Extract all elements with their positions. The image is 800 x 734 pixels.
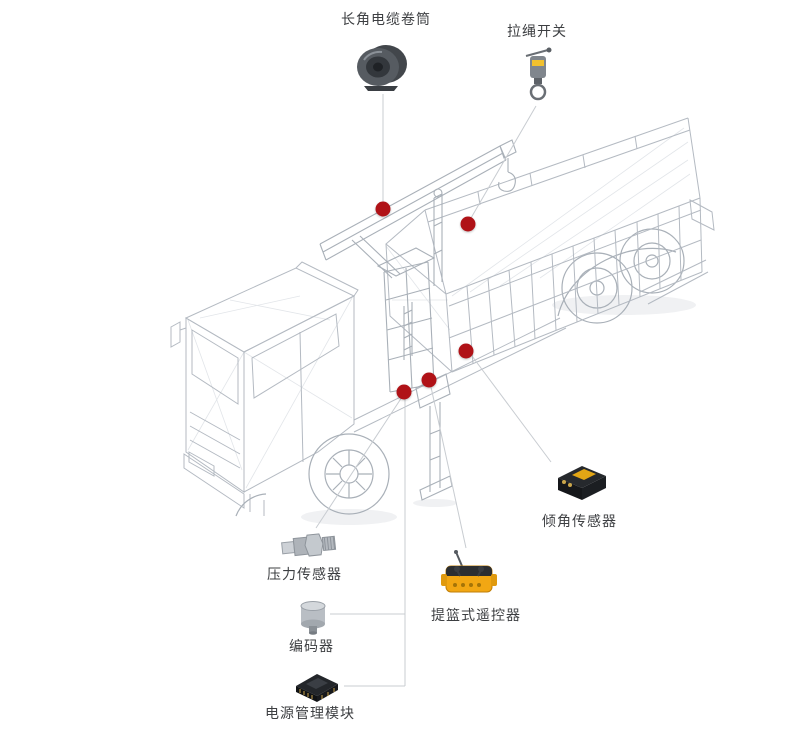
label-cable-reel: 长角电缆卷筒: [341, 11, 431, 27]
connector-pressure-sensor: [315, 396, 403, 529]
mesh-lines: [187, 127, 691, 489]
marker-boom: [375, 201, 391, 217]
bed-outline: [353, 117, 715, 433]
ground-shadow: [301, 295, 696, 525]
pull-rope-switch-icon: [520, 46, 556, 104]
pressure-sensor-icon: [278, 525, 339, 565]
label-pressure-sensor: 压力传感器: [267, 566, 342, 582]
power-module-icon: [290, 666, 344, 704]
tilt-sensor-icon: [550, 458, 612, 506]
encoder-icon: [297, 596, 329, 636]
cable-reel-icon: [352, 40, 414, 92]
remote-control-icon: [440, 548, 498, 602]
connector-remote-control: [430, 386, 467, 549]
marker-hook-area: [460, 216, 476, 232]
marker-bed-side: [458, 343, 474, 359]
marker-crane-base-left: [396, 384, 412, 400]
cab-outline: [170, 261, 359, 516]
outrigger-outline: [415, 373, 453, 501]
crane-outline: [319, 139, 517, 393]
connector-tilt-sensor: [471, 355, 552, 463]
marker-crane-base-right: [421, 372, 437, 388]
label-encoder: 编码器: [289, 638, 334, 654]
connector-pull-rope-switch: [470, 105, 537, 219]
label-power-module: 电源管理模块: [265, 705, 355, 721]
label-tilt-sensor: 倾角传感器: [542, 513, 617, 529]
label-pull-rope-switch: 拉绳开关: [507, 23, 567, 39]
label-remote-control: 提篮式遥控器: [431, 607, 521, 623]
